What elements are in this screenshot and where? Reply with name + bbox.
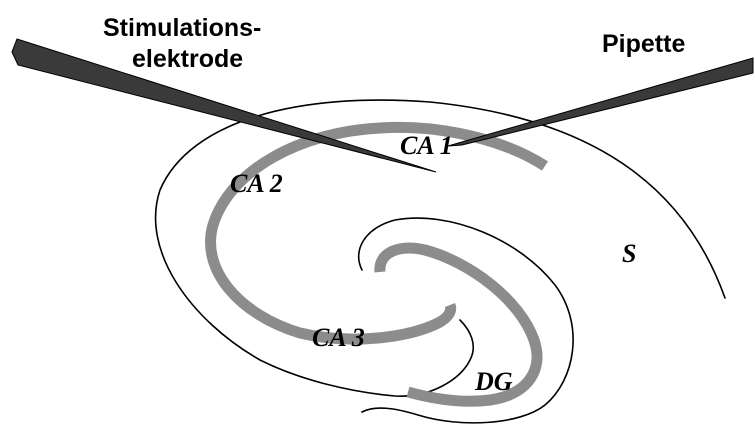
ca3-label: CA 3 xyxy=(312,323,365,352)
ca1-label: CA 1 xyxy=(400,131,453,160)
dg-label: DG xyxy=(474,367,513,396)
stimulation-electrode[interactable] xyxy=(11,38,437,173)
s-label: S xyxy=(622,239,636,268)
slice-outer-outline xyxy=(154,99,726,397)
dg-cell-layer[interactable] xyxy=(374,242,543,407)
slice-inner-outline xyxy=(357,217,574,424)
stimulation-electrode-label-line1: Stimulations- xyxy=(103,14,261,42)
stimulation-electrode-label-line2: elektrode xyxy=(132,45,243,73)
ca-cell-layer[interactable] xyxy=(205,121,548,345)
pipette-label: Pipette xyxy=(602,30,685,58)
recording-pipette[interactable] xyxy=(447,57,754,147)
ca2-label: CA 2 xyxy=(230,169,283,198)
